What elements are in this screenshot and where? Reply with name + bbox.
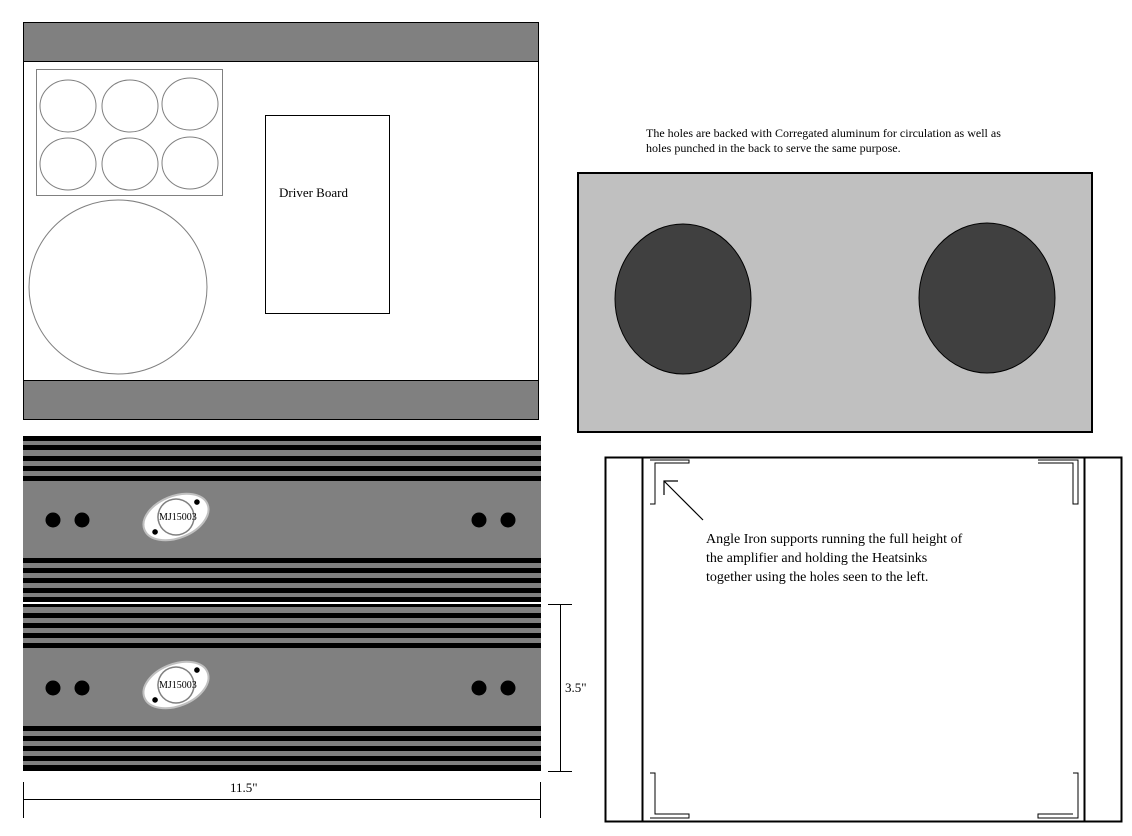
- transistor-screw: [194, 499, 200, 505]
- heatsink-upper: MJ15003: [23, 436, 541, 602]
- top-view-top-heatsink-band: [24, 23, 538, 61]
- height-dimension: 3.5": [548, 604, 587, 772]
- capacitor: [101, 79, 159, 133]
- cross-section-view: Angle Iron supports running the full hei…: [604, 456, 1123, 823]
- width-dimension: 11.5": [23, 780, 541, 818]
- capacitor: [161, 77, 219, 131]
- angle-iron-bottom-left: [650, 772, 690, 819]
- capacitor: [39, 79, 97, 133]
- mounting-hole: [45, 512, 61, 528]
- fin: [23, 765, 541, 771]
- mounting-hole: [500, 680, 516, 696]
- heatsink-assembly: MJ15003 MJ15003: [23, 436, 541, 771]
- angle-iron-note-line-2: the amplifier and holding the Heatsinks: [706, 551, 927, 566]
- pointer-arrow-line: [663, 480, 704, 521]
- fin: [23, 746, 541, 751]
- transistor-mj15003: [142, 492, 210, 542]
- fin: [23, 568, 541, 573]
- capacitor: [161, 136, 219, 190]
- top-view-bottom-heatsink-band: [24, 381, 538, 419]
- fin: [23, 736, 541, 741]
- fin: [23, 613, 541, 618]
- fin: [23, 456, 541, 461]
- driver-board-label: Driver Board: [279, 185, 348, 200]
- fin: [23, 633, 541, 638]
- fin: [23, 643, 541, 648]
- fin: [23, 476, 541, 481]
- mounting-hole: [74, 512, 90, 528]
- heatsink-lower: MJ15003: [23, 604, 541, 771]
- transistor-screw: [194, 667, 200, 673]
- fin: [23, 445, 541, 450]
- vent-hole-right: [918, 222, 1056, 374]
- transistor-can: [157, 498, 195, 536]
- fin: [23, 756, 541, 761]
- angle-iron-bottom-right: [1037, 772, 1079, 819]
- vent-hole-left: [614, 223, 752, 375]
- fin: [23, 597, 541, 602]
- transistor-screw: [152, 697, 158, 703]
- fin: [23, 726, 541, 731]
- back-panel-view: The holes are backed with Corregated alu…: [577, 126, 1093, 433]
- transistor-screw: [152, 529, 158, 535]
- fin: [23, 578, 541, 583]
- mounting-hole: [471, 512, 487, 528]
- chassis-outline: [604, 456, 1123, 823]
- capacitor: [101, 137, 159, 191]
- pointer-arrow-head: [663, 480, 678, 495]
- driver-board: [265, 115, 390, 314]
- fin: [23, 623, 541, 628]
- width-dimension-label: 11.5": [230, 780, 258, 795]
- fin: [23, 466, 541, 471]
- heatsink-body: [23, 436, 541, 602]
- angle-iron-note-line-3: together using the holes seen to the lef…: [706, 570, 928, 585]
- transistor-label: MJ15003: [159, 512, 197, 523]
- height-dimension-label: 3.5": [565, 680, 587, 695]
- mounting-hole: [500, 512, 516, 528]
- mounting-hole: [471, 680, 487, 696]
- fin: [23, 558, 541, 563]
- top-view: Driver Board: [23, 22, 539, 420]
- mounting-hole: [45, 680, 61, 696]
- fin: [23, 604, 541, 607]
- angle-iron-note-line-1: Angle Iron supports running the full hei…: [706, 532, 963, 547]
- transistor-label: MJ15003: [159, 680, 197, 691]
- back-panel-note-line-1: The holes are backed with Corregated alu…: [646, 126, 1001, 140]
- fin: [23, 436, 541, 441]
- angle-iron-top-left: [650, 459, 690, 505]
- transformer: [28, 199, 208, 375]
- heatsink-body: [23, 604, 541, 771]
- fin: [23, 588, 541, 593]
- mounting-hole: [74, 680, 90, 696]
- transistor-mj15003: [142, 660, 210, 710]
- angle-iron-top-right: [1038, 459, 1079, 505]
- back-panel-note-line-2: holes punched in the back to serve the s…: [646, 141, 901, 155]
- capacitor: [39, 137, 97, 191]
- transistor-can: [157, 666, 195, 704]
